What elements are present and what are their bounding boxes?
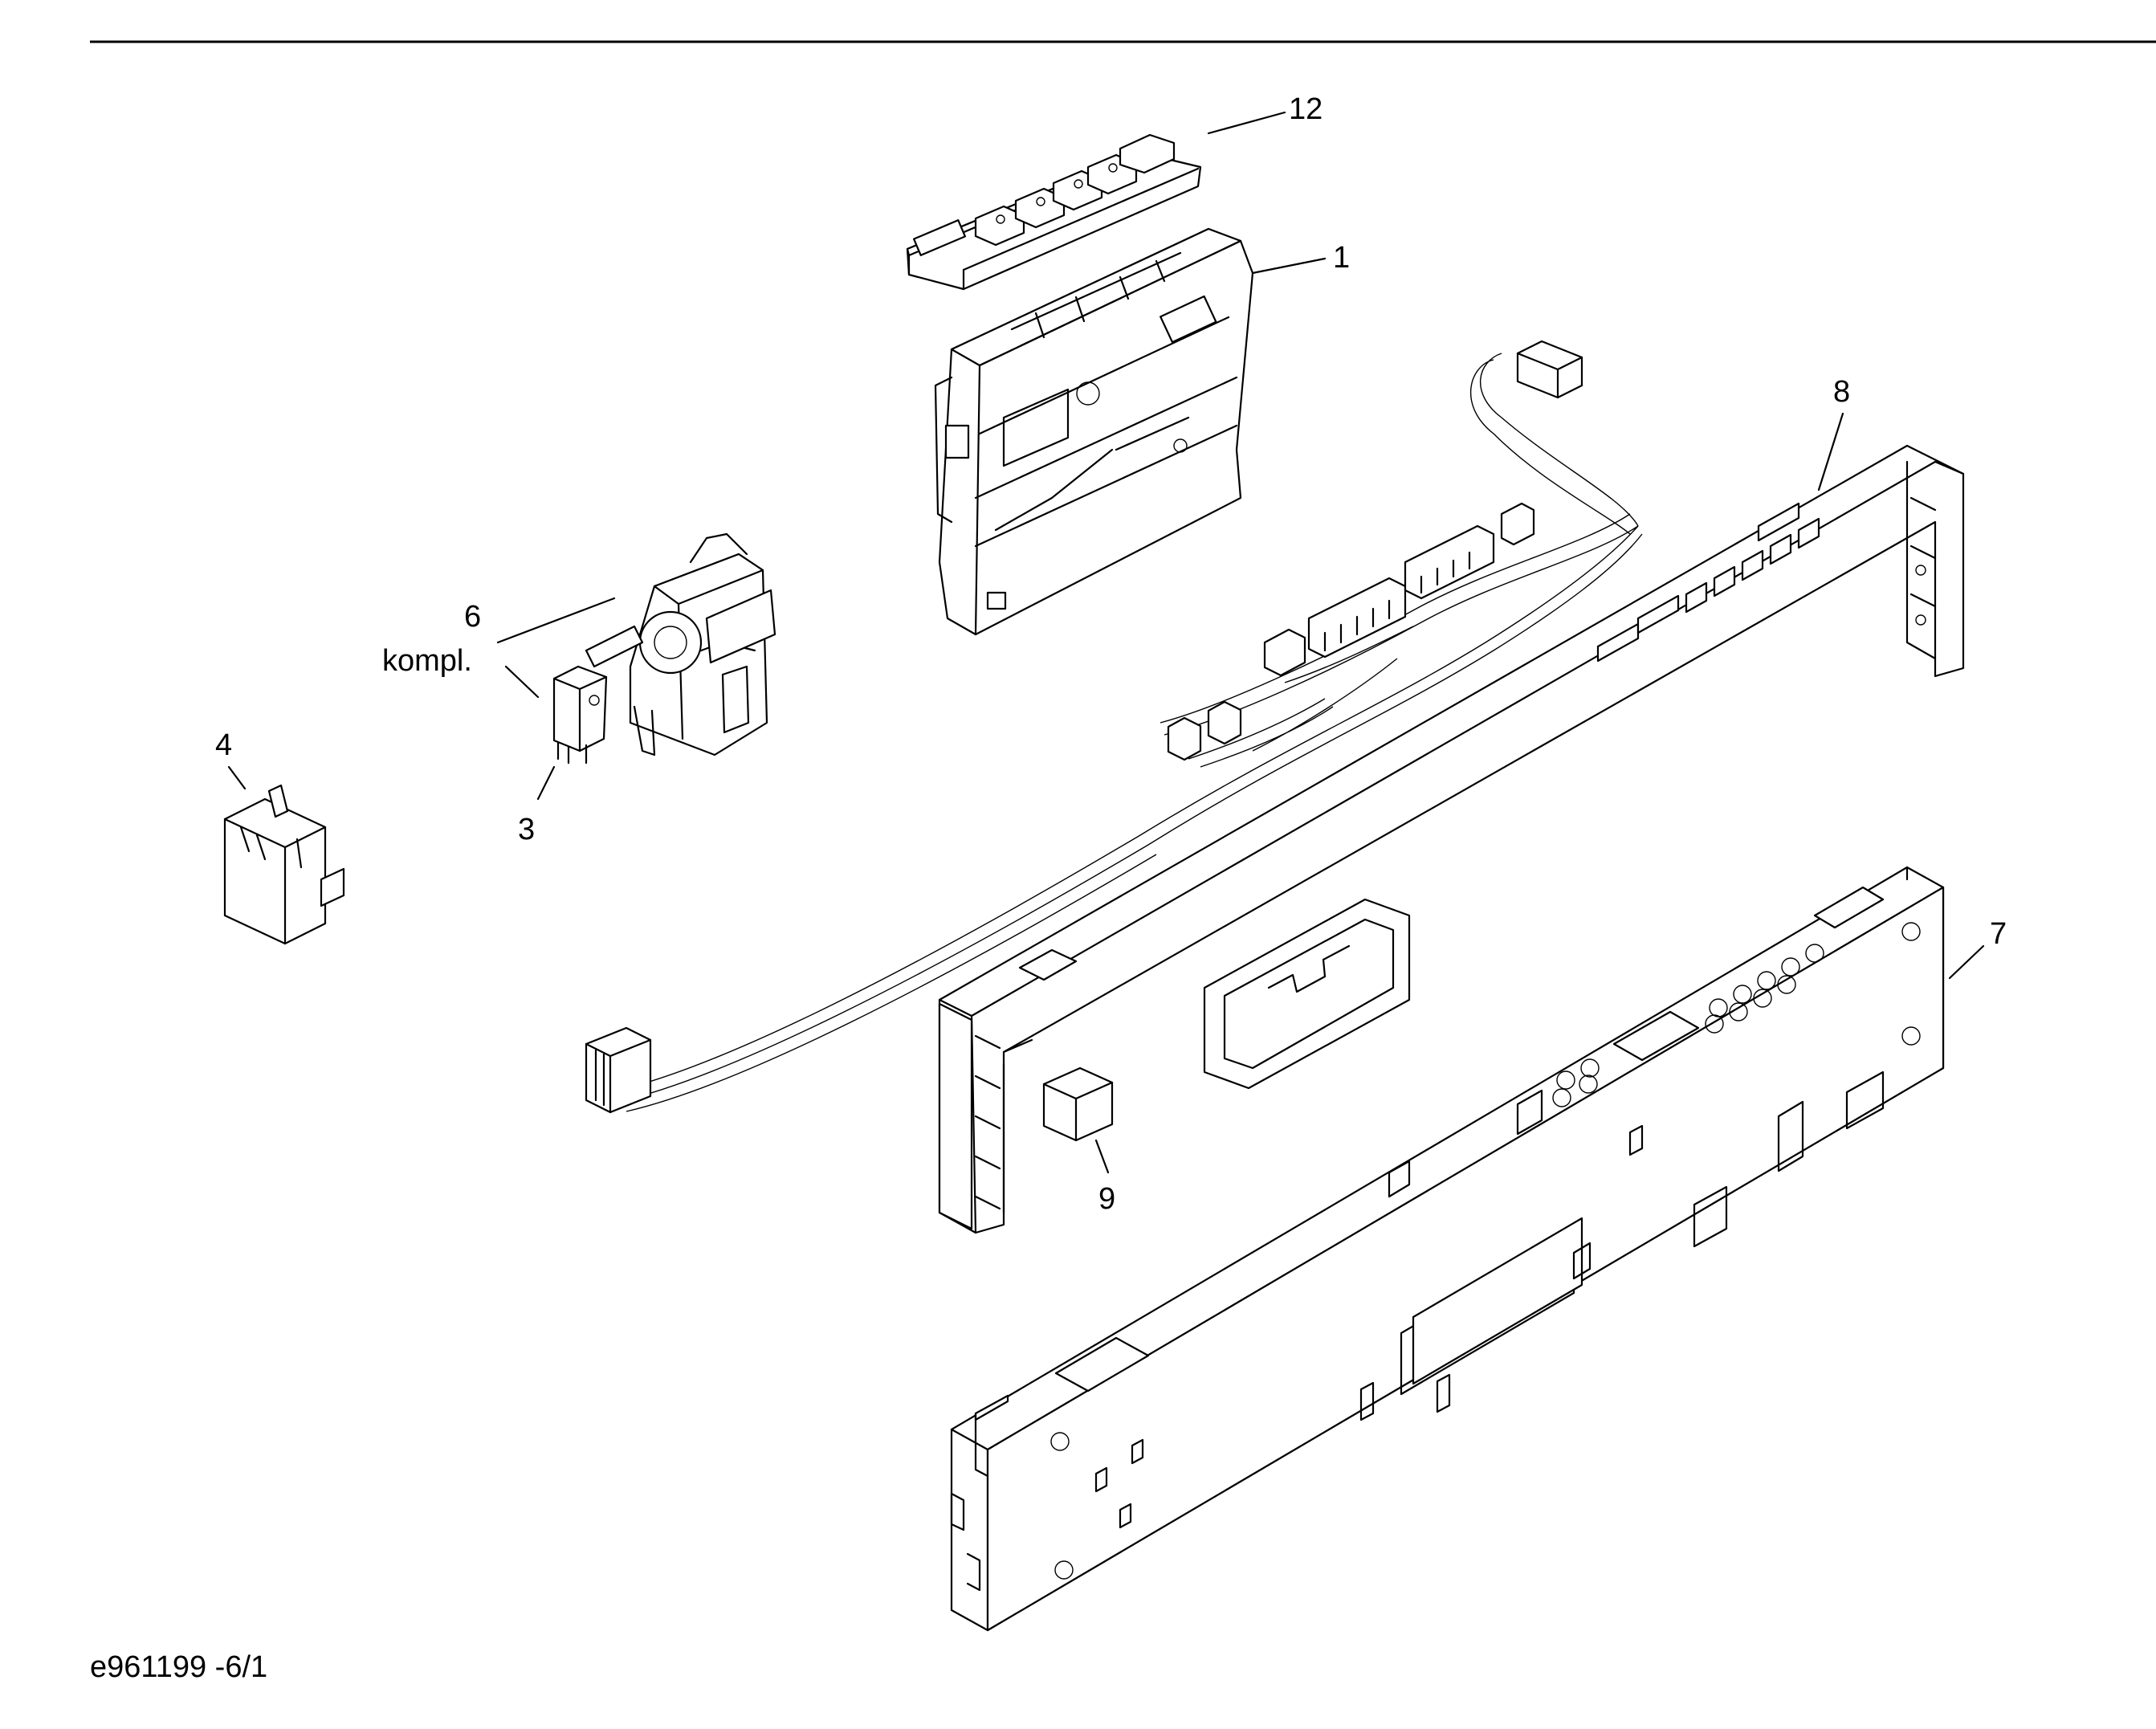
callout-9: 9 bbox=[1098, 1182, 1115, 1216]
callout-1: 1 bbox=[1333, 241, 1350, 275]
part-3-microswitch bbox=[536, 665, 608, 801]
part-1-control-module bbox=[934, 227, 1327, 636]
callout-4: 4 bbox=[215, 728, 232, 762]
part-8-frame-harness bbox=[585, 340, 1965, 1234]
part-6-door-lock-assembly bbox=[585, 532, 776, 756]
part-9-cube bbox=[1042, 1066, 1114, 1174]
callout-3: 3 bbox=[518, 813, 535, 846]
leader-6 bbox=[496, 597, 616, 644]
callout-12: 12 bbox=[1289, 92, 1323, 126]
part-4-switch-block bbox=[223, 765, 345, 945]
callout-6-kompl: kompl. bbox=[382, 644, 472, 678]
callout-8: 8 bbox=[1833, 375, 1850, 409]
handle-recess bbox=[1203, 898, 1411, 1090]
part-7-control-panel bbox=[950, 866, 1985, 1632]
part-12-button-strip bbox=[906, 111, 1286, 291]
callout-7: 7 bbox=[1990, 917, 2007, 951]
leader-kompl bbox=[504, 665, 540, 699]
doc-code: e961199 -6/1 bbox=[90, 1650, 267, 1684]
callout-6: 6 bbox=[464, 600, 481, 634]
